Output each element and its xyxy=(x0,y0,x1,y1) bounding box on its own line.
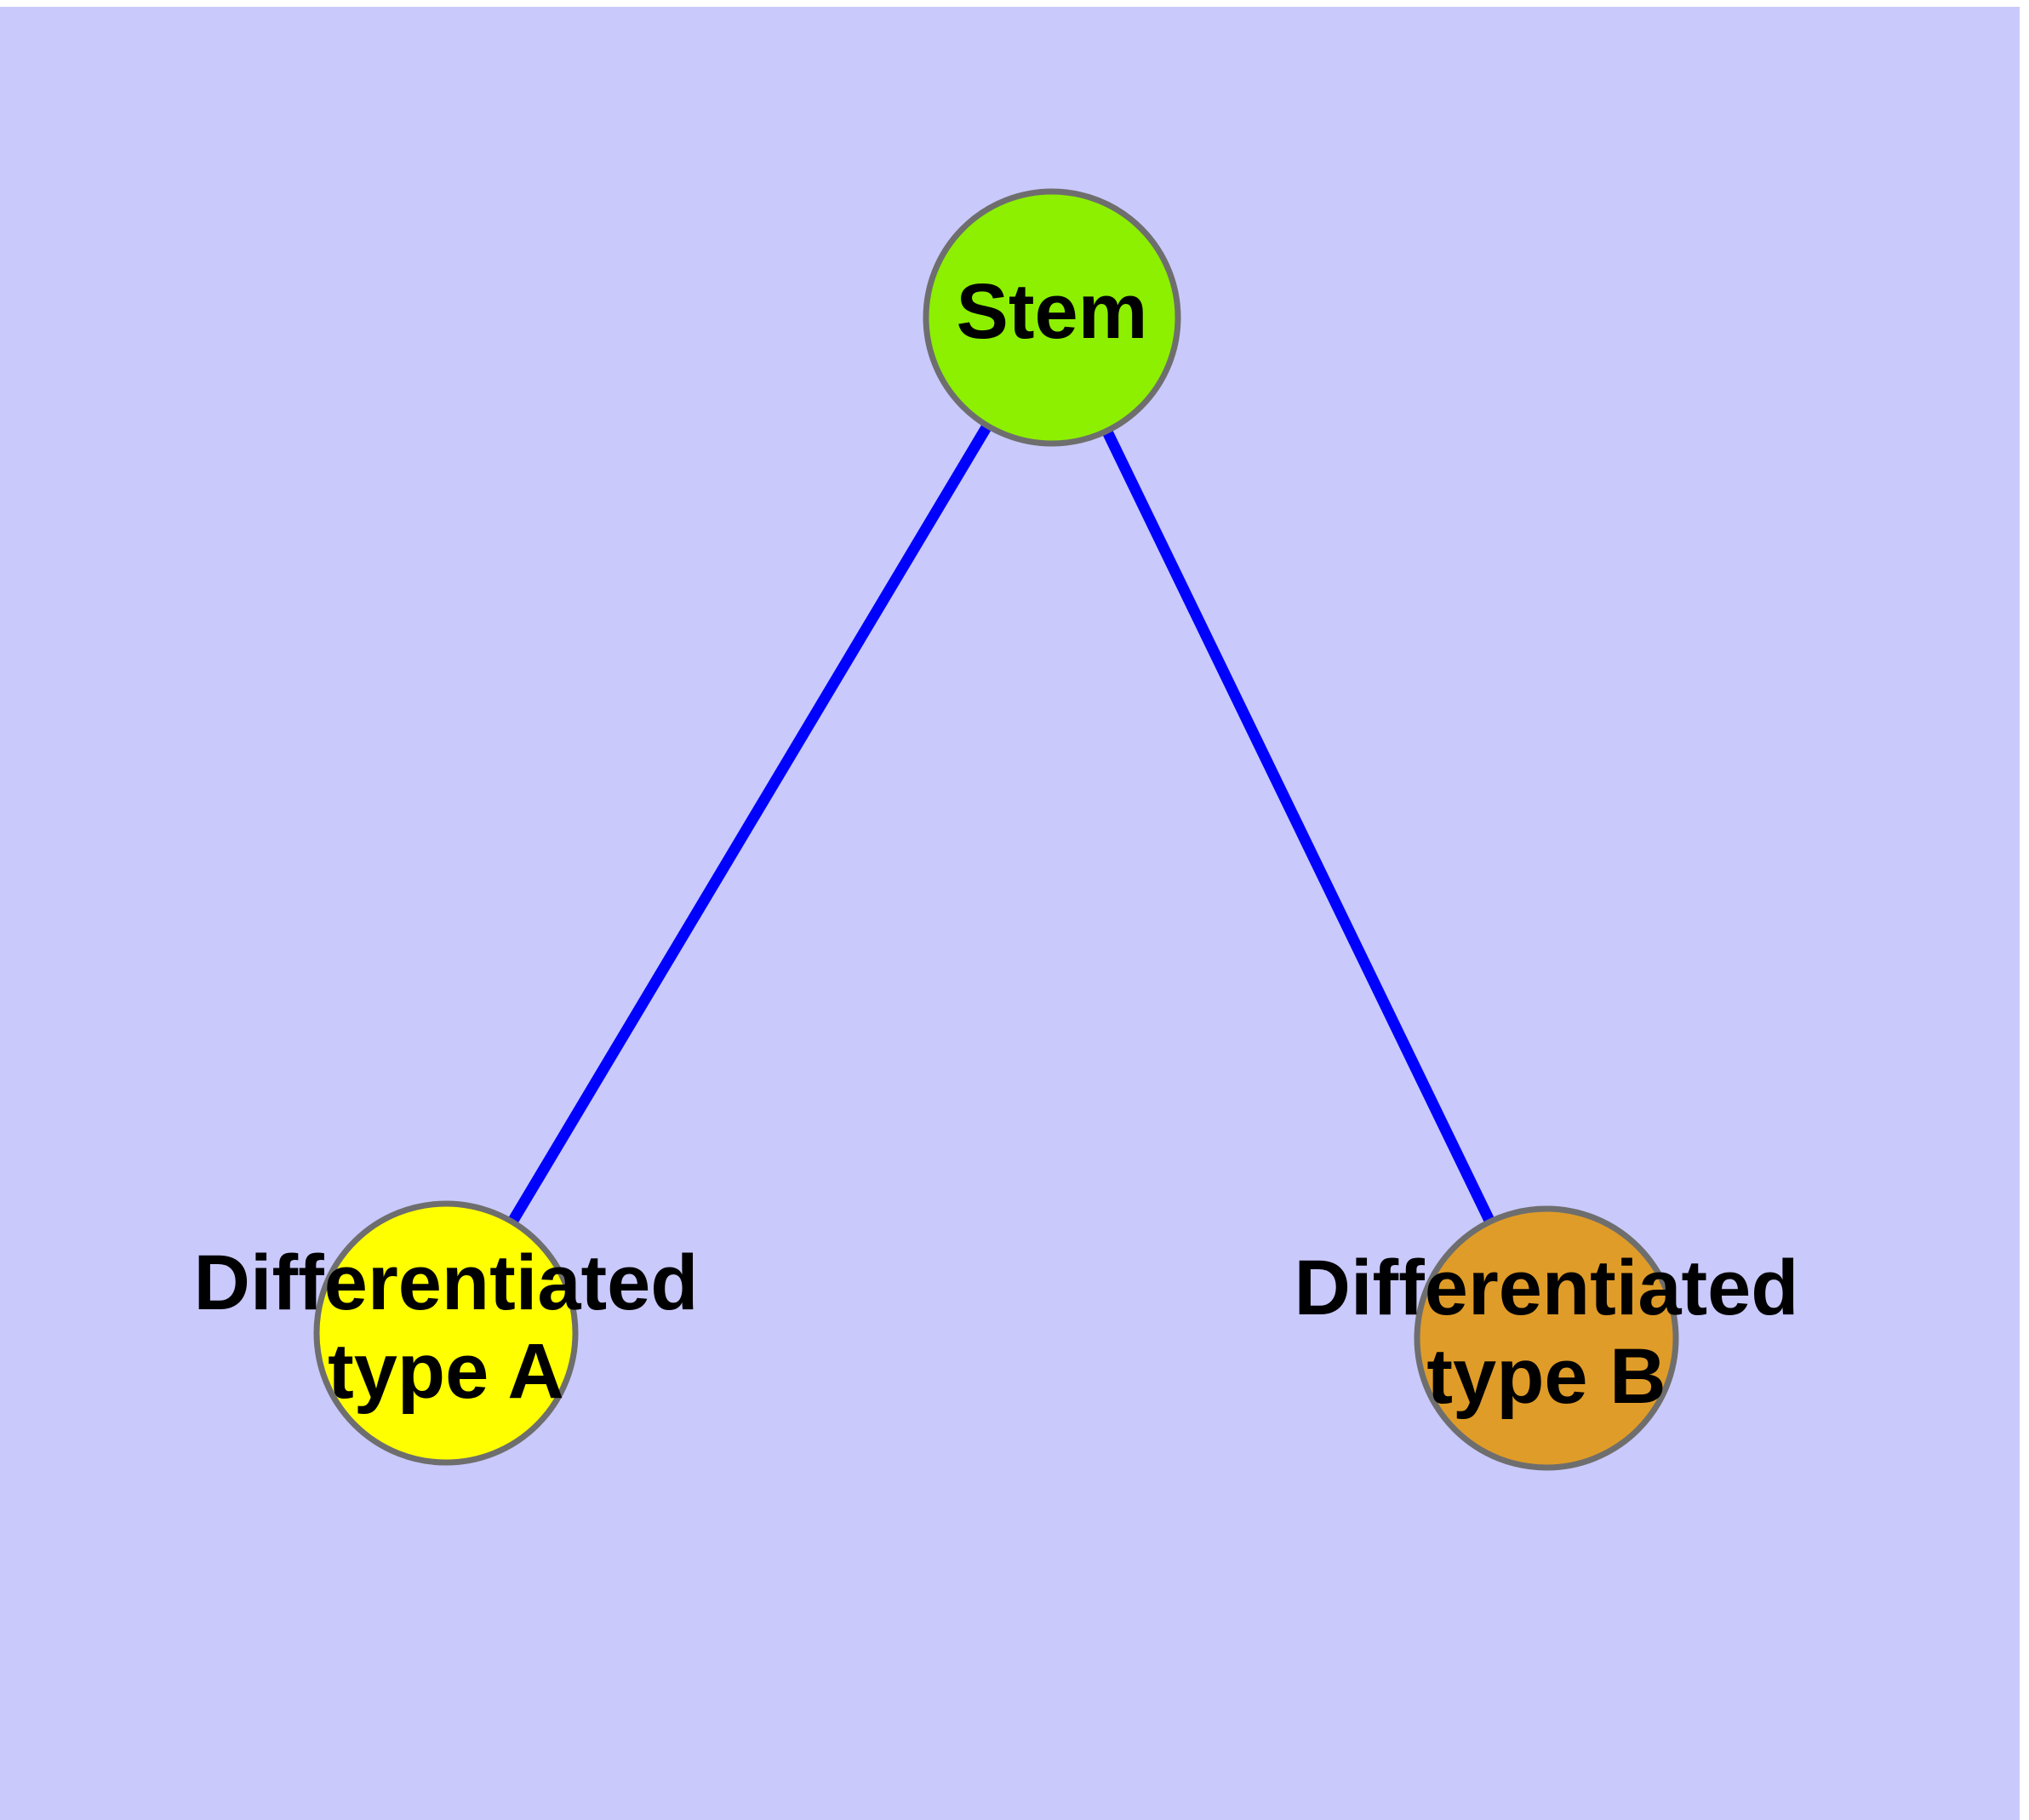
graph-node-diff_a[interactable] xyxy=(313,1200,579,1466)
graph-edge-stem-to-b[interactable] xyxy=(1101,428,1495,1225)
graph-node-stem[interactable] xyxy=(923,188,1181,447)
graph-edge-stem-to-a[interactable] xyxy=(507,422,992,1225)
nodes-layer xyxy=(313,188,1679,1471)
edges-layer xyxy=(507,422,1495,1225)
graph-node-diff_b[interactable] xyxy=(1414,1205,1679,1471)
